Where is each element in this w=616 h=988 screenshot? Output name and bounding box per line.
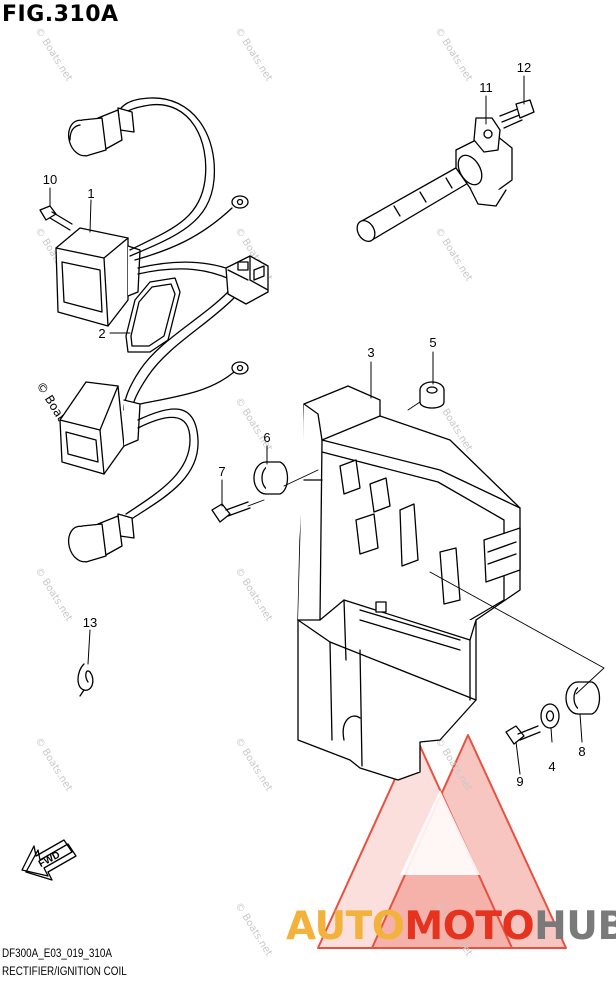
clip-13 (77, 663, 94, 697)
grommet-5 (419, 381, 445, 409)
callout-1: 1 (87, 186, 94, 201)
callout-5: 5 (429, 335, 436, 350)
bolt-9 (505, 725, 541, 745)
callout-6: 6 (263, 430, 270, 445)
watermark-text: © Boats.net (432, 226, 474, 284)
callout-11: 11 (479, 80, 493, 95)
watermark-text: © Boats.net (232, 901, 274, 959)
callout-8: 8 (578, 744, 585, 759)
watermark-text: © Boats.net (232, 26, 274, 84)
callout-10: 10 (43, 172, 57, 187)
figure-code: DF300A_E03_019_310A (2, 948, 112, 960)
watermark-text: © Boats.net (232, 736, 274, 794)
logo-moto: MOTO (404, 904, 535, 949)
callout-12: 12 (517, 60, 531, 75)
ignition-coil (356, 117, 513, 242)
logo-hub: HUB (534, 904, 616, 949)
bolt-7 (211, 501, 251, 523)
bolt-10 (39, 205, 73, 231)
figure-caption: RECTIFIER/IGNITION COIL (2, 966, 127, 978)
callout-9: 9 (516, 774, 523, 789)
coil-bracket (297, 385, 521, 781)
forward-arrow-icon: FWD (21, 839, 77, 881)
callout-2: 2 (98, 326, 105, 341)
logo-auto: AUTO (286, 904, 405, 949)
washer-4 (540, 703, 560, 729)
rectifier-lower (59, 361, 249, 563)
rectifier-upper (55, 97, 269, 327)
figure-title: FIG.310A (2, 2, 119, 27)
watermark-logo: AUTOMOTOHUB (286, 904, 616, 949)
grommet-8 (565, 681, 601, 715)
assembly-lines (247, 401, 605, 695)
callout-3: 3 (367, 345, 374, 360)
callout-13: 13 (83, 615, 97, 630)
harness-wire (123, 291, 229, 411)
callout-4: 4 (548, 759, 555, 774)
callout-7: 7 (218, 464, 225, 479)
watermark-text: © Boats.net (32, 26, 74, 84)
bolt-12 (499, 99, 535, 129)
watermark-triangle (317, 734, 567, 949)
leader-lines (49, 75, 583, 775)
watermark-text: © Boats.net (232, 566, 274, 624)
callouts: 1 2 3 4 5 6 7 8 9 10 11 12 13 (43, 60, 586, 789)
grommet-6 (253, 461, 289, 495)
watermark-text: © Boats.net (32, 566, 74, 624)
watermark-text: © Boats.net (432, 26, 474, 84)
watermark-text: © Boats.net (32, 736, 74, 794)
